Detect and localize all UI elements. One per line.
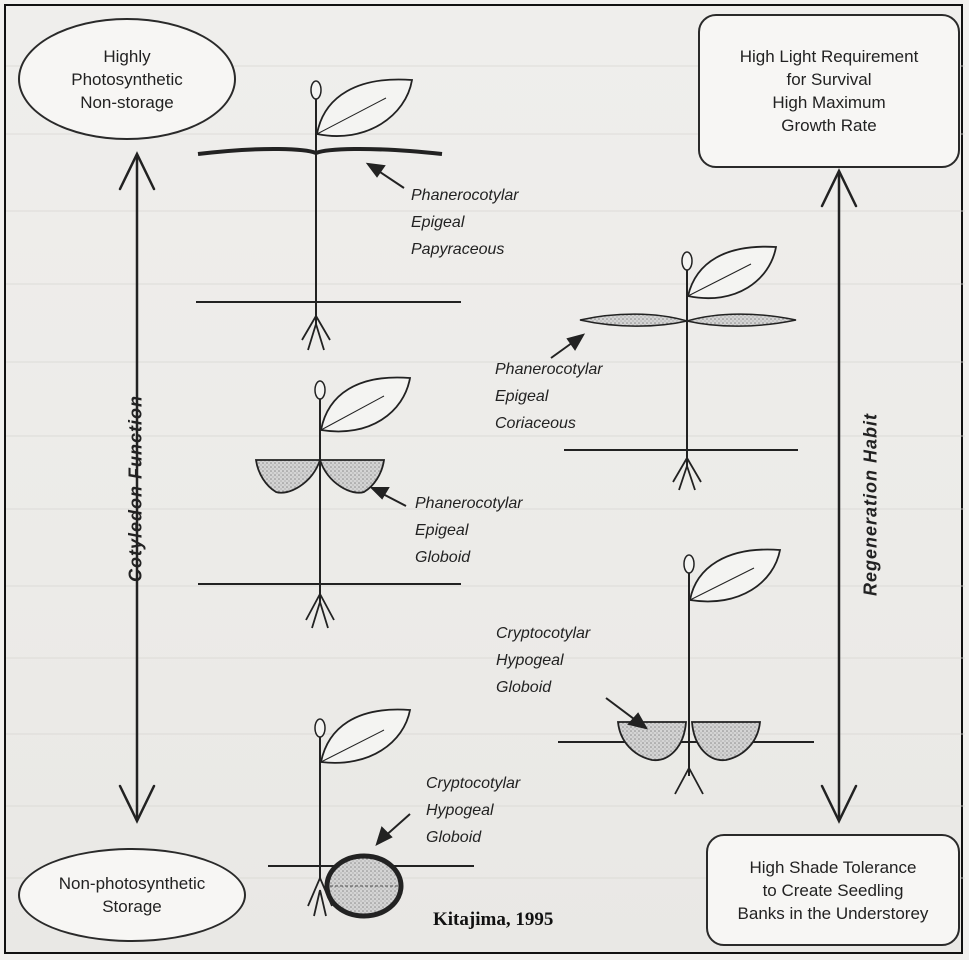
label-line: Epigeal [415,522,469,539]
label-line: Phanerocotylar [411,187,519,204]
roots [305,593,335,629]
label-line: Epigeal [411,214,465,231]
bud [681,251,693,271]
label-papyraceous: Phanerocotylar Epigeal Papyraceous [411,182,519,263]
seedling-hypogeal-globoid-bottom [268,708,474,919]
cotyledon-right [686,313,797,327]
seedling-hypogeal-globoid-right [558,548,814,795]
seedling-coriaceous [550,245,798,491]
roots [674,767,704,795]
label-line: Coriaceous [495,415,576,432]
pointer-arrow [365,162,405,189]
cotyledon-thin-leaf [197,146,443,156]
figure-frame: Highly Photosynthetic Non-storage Non-ph… [4,4,965,954]
pointer-arrow [369,487,407,507]
box-high-shade-tolerance: High Shade Tolerance to Create Seedling … [706,834,960,946]
label-line: Phanerocotylar [415,495,523,512]
label-line: Phanerocotylar [495,361,603,378]
label-coriaceous: Phanerocotylar Epigeal Coriaceous [495,356,603,437]
box-text: Highly Photosynthetic Non-storage [71,46,183,112]
cotyledon-left [617,721,687,761]
cotyledon-right [318,459,386,494]
label-hypogeal-globoid-bottom: Cryptocotylar Hypogeal Globoid [426,770,520,851]
box-non-photosynthetic: Non-photosynthetic Storage [18,848,246,942]
citation: Kitajima, 1995 [433,909,554,930]
leaf [319,708,412,764]
label-line: Globoid [426,829,482,846]
label-line: Epigeal [495,388,549,405]
pointer-arrow [550,333,586,359]
roots [301,315,331,351]
box-highly-photosynthetic: Highly Photosynthetic Non-storage [18,18,236,140]
left-double-arrow [118,151,156,824]
seedling-papyraceous [196,78,461,351]
bud [314,380,326,400]
pointer-arrow [605,697,649,730]
label-line: Cryptocotylar [426,775,521,792]
axis-label-regeneration-habit: Regeneration Habit [860,412,881,597]
label-line: Cryptocotylar [496,625,591,642]
roots [307,877,333,917]
label-line: Hypogeal [426,802,494,819]
cotyledon-right [691,721,761,761]
box-text: Non-photosynthetic Storage [58,874,206,916]
leaf [315,78,414,137]
box-high-light-requirement: High Light Requirement for Survival High… [698,14,960,168]
cotyledon-left [579,313,688,327]
label-hypogeal-globoid-right: Cryptocotylar Hypogeal Globoid [496,620,590,701]
bud [310,80,322,100]
label-line: Hypogeal [496,652,564,669]
seed-globoid [324,853,404,919]
axis-label-cotyledon-function: Cotyledon Function [125,395,146,582]
cotyledon-left [254,459,322,494]
seedling-epigeal-globoid [198,376,461,629]
roots [672,457,702,491]
label-line: Globoid [496,679,552,696]
leaf [686,245,778,300]
label-line: Globoid [415,549,471,566]
box-text: High Shade Tolerance to Create Seedling … [737,857,929,923]
right-double-arrow [820,168,858,824]
label-epigeal-globoid: Phanerocotylar Epigeal Globoid [415,490,523,571]
bud [314,718,326,738]
box-text: High Light Requirement for Survival High… [739,47,919,135]
label-line: Papyraceous [411,241,505,258]
pointer-arrow [375,813,411,846]
bud [683,554,695,574]
